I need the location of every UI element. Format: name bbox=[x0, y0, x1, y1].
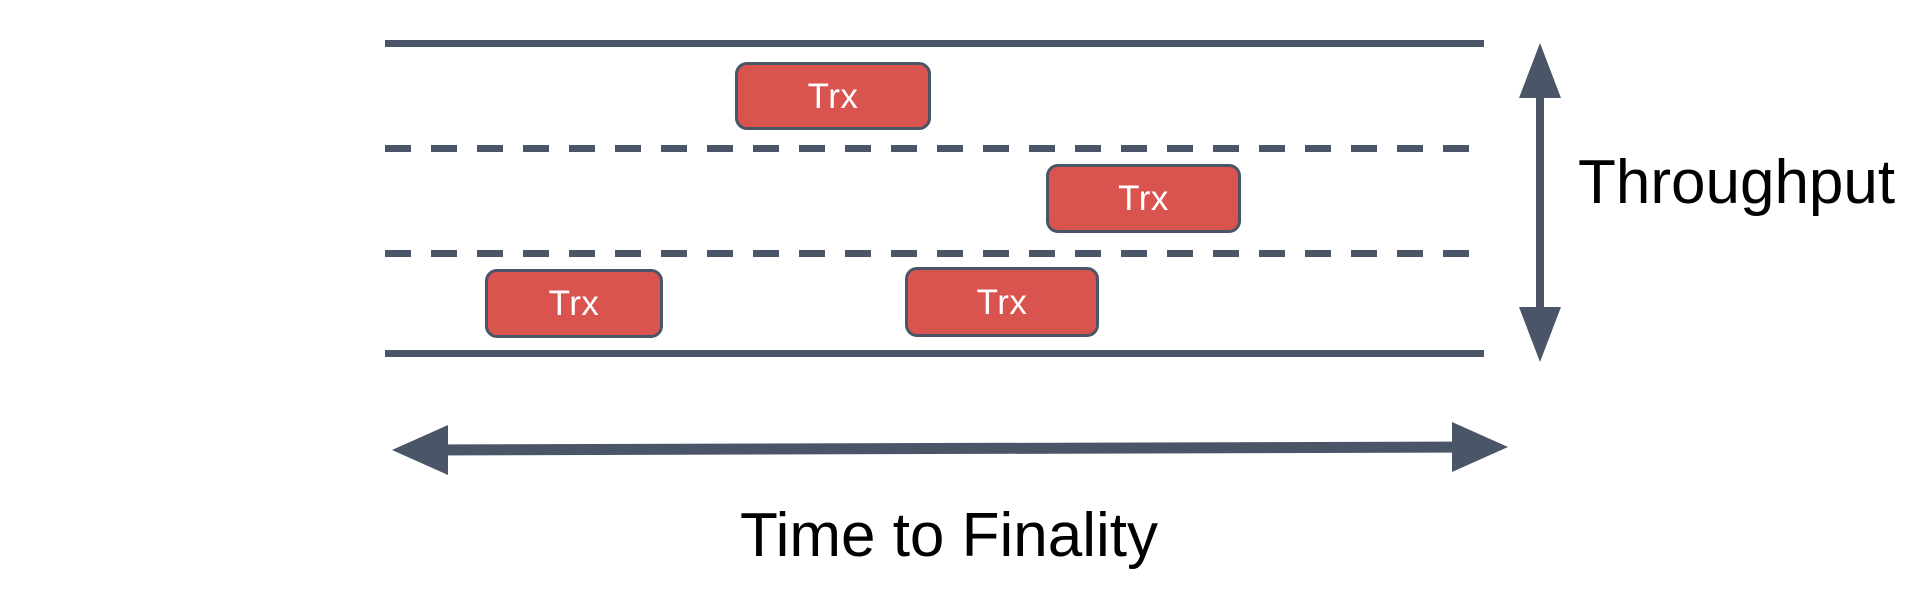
trx-block[interactable]: Trx bbox=[735, 62, 931, 130]
trx-block[interactable]: Trx bbox=[905, 267, 1099, 337]
throughput-axis-label: Throughput bbox=[1578, 148, 1896, 217]
time-to-finality-axis-label: Time to Finality bbox=[740, 501, 1159, 570]
lane-divider-lower-line bbox=[385, 250, 1484, 257]
lane-boundary-bottom-line bbox=[385, 350, 1484, 357]
trx-block[interactable]: Trx bbox=[1046, 164, 1241, 233]
time-to-finality-double-arrow-icon bbox=[392, 422, 1508, 475]
lane-boundary-top-line bbox=[385, 40, 1484, 47]
throughput-double-arrow-icon bbox=[1519, 43, 1561, 362]
trx-block[interactable]: Trx bbox=[485, 269, 663, 338]
lane-divider-upper-line bbox=[385, 145, 1484, 152]
